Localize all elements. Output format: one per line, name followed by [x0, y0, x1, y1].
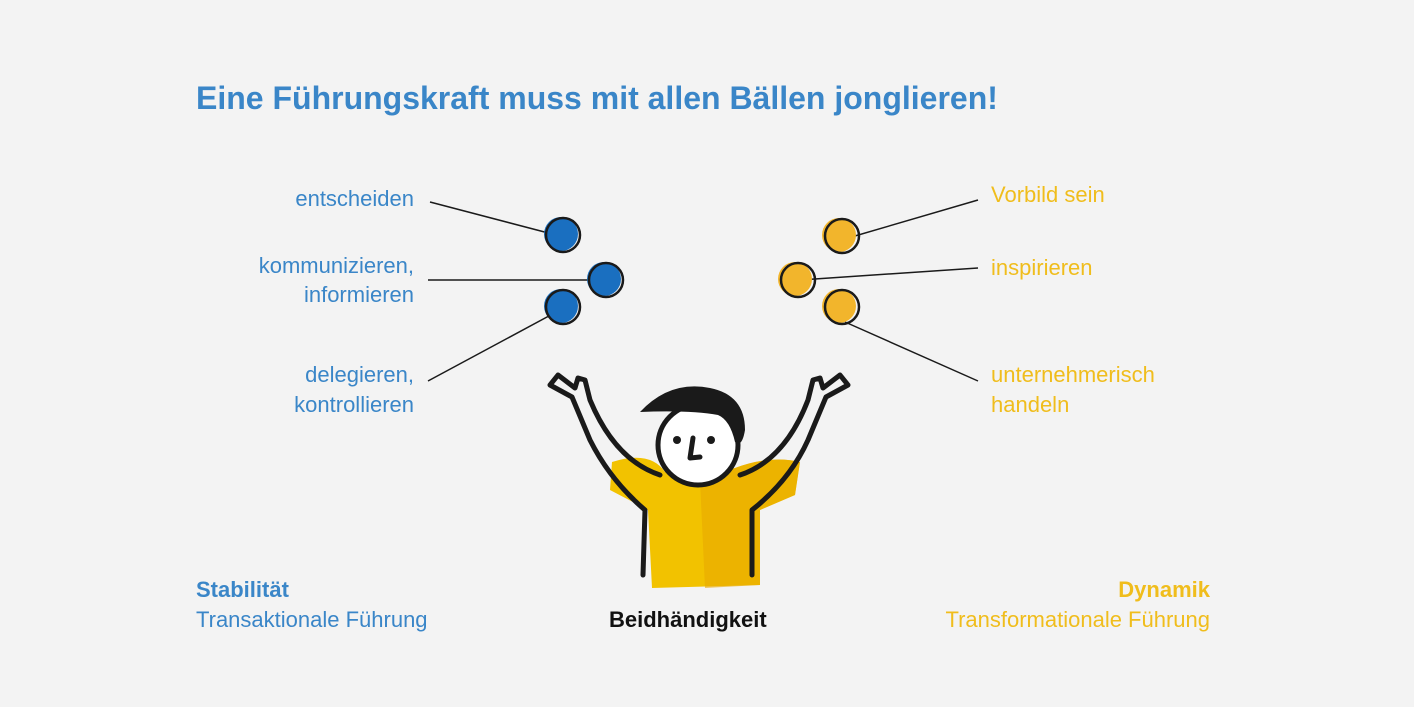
ball-yellow [778, 262, 812, 296]
label-delegieren: delegieren, [305, 362, 414, 387]
connector-line [847, 199, 979, 239]
stability-heading: Stabilität [196, 577, 289, 602]
label-inspirieren: inspirieren [991, 255, 1093, 280]
label-handeln: handeln [991, 392, 1070, 417]
label-kontrollieren: kontrollieren [294, 392, 414, 417]
center-caption: Beidhändigkeit [609, 607, 767, 632]
connector-line [427, 309, 561, 382]
label-vorbild-sein: Vorbild sein [991, 182, 1105, 207]
ball-yellow [822, 218, 856, 252]
ball-blue [544, 217, 578, 251]
label-kommunizieren: kommunizieren, [258, 253, 414, 278]
stability-subtitle: Transaktionale Führung [196, 607, 428, 632]
connector-lines [427, 199, 979, 382]
yellow-balls [778, 217, 861, 326]
label-unternehmerisch: unternehmerisch [991, 362, 1155, 387]
ball-yellow [822, 289, 856, 323]
connector-line [799, 267, 979, 281]
ball-blue [544, 289, 578, 323]
connector-line [429, 201, 557, 236]
blue-balls [544, 216, 625, 326]
dynamic-subtitle: Transformationale Führung [945, 607, 1210, 632]
person [547, 372, 851, 588]
dynamic-heading: Dynamik [1118, 577, 1210, 602]
page-title: Eine Führungskraft muss mit allen Bällen… [196, 80, 998, 116]
ball-blue [587, 262, 621, 296]
connector-line [844, 321, 979, 382]
label-entscheiden: entscheiden [295, 186, 414, 211]
label-informieren: informieren [303, 282, 414, 307]
